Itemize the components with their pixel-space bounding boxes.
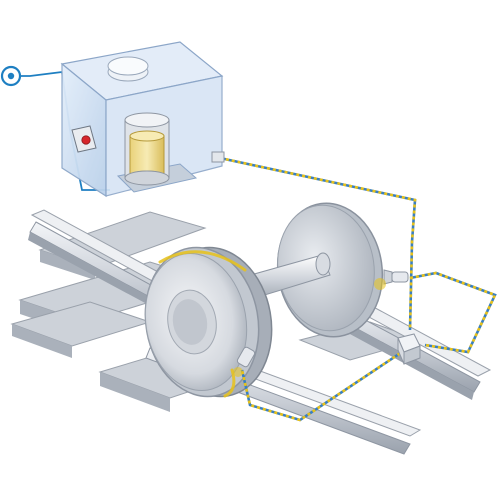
power-connector — [0, 65, 22, 87]
rear-spray-mist — [374, 278, 386, 290]
main-supply-hose — [219, 156, 417, 331]
rear-wheel-spray-nozzle — [374, 269, 409, 290]
front-spray-mist — [233, 367, 243, 377]
wheel-flange-spray-nozzle — [233, 346, 256, 377]
red-button-indicator — [81, 135, 91, 145]
box-outlet-fitting — [211, 151, 225, 163]
flange-lubricant-film — [158, 250, 247, 272]
rail-junction-block — [397, 333, 421, 365]
front-wheel — [144, 246, 273, 398]
lubricant-cartridge — [124, 112, 170, 186]
lubricant-hoses — [219, 156, 497, 422]
control-push-button — [71, 125, 97, 153]
rear-nozzle-hose — [409, 271, 497, 354]
front-nozzle-hose — [240, 348, 406, 422]
flange-lubricant-film-lower — [223, 368, 236, 398]
filler-cap — [107, 56, 149, 82]
railway-wheelset — [144, 202, 384, 398]
